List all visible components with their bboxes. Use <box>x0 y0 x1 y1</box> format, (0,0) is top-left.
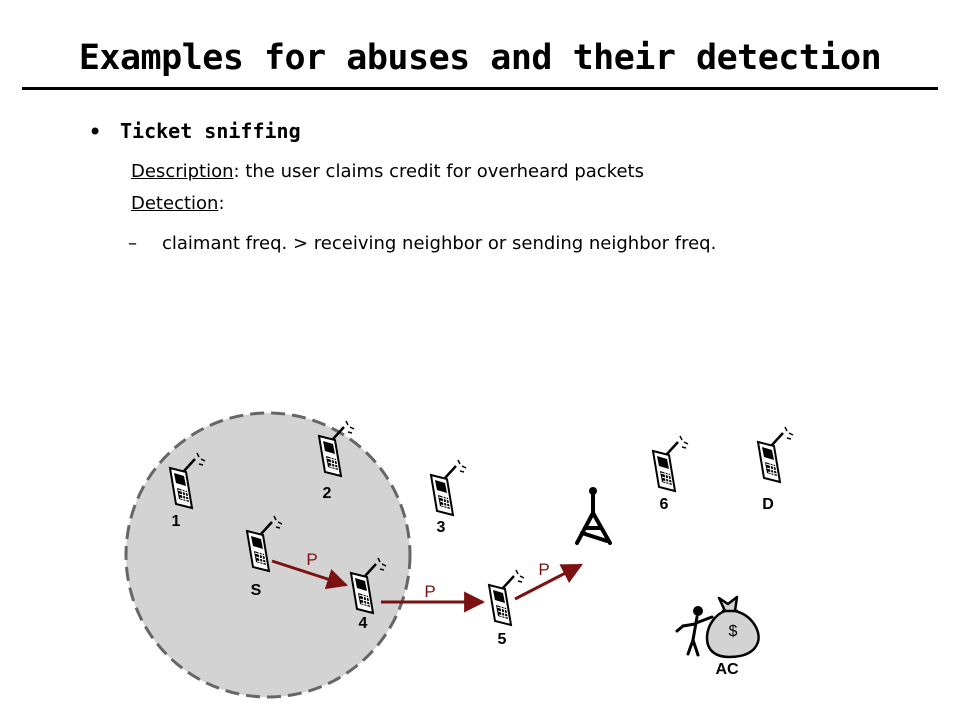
detection-label: Detection <box>131 193 219 214</box>
radio-tower-icon <box>575 487 612 545</box>
packet-arrow-5-to-tower <box>514 563 583 601</box>
transmission-range-circle <box>124 411 412 699</box>
mobile-phone-icon <box>429 458 468 517</box>
node-5: 5 <box>487 568 526 648</box>
mobile-phone-icon <box>756 425 795 484</box>
money-bag-symbol: $ <box>729 623 738 640</box>
node-s: S <box>245 514 284 599</box>
node-3-label: 3 <box>437 519 446 536</box>
node-6-label: 6 <box>660 496 669 513</box>
node-5-label: 5 <box>498 631 507 648</box>
detection-criterion: – claimant freq. > receiving neighbor or … <box>128 233 716 254</box>
title-underline <box>22 87 938 90</box>
description-text: : the user claims credit for overheard p… <box>233 161 644 182</box>
criterion-text: claimant freq. > receiving neighbor or s… <box>162 233 717 254</box>
description-label: Description <box>131 161 234 182</box>
node-1-label: 1 <box>172 513 181 530</box>
packet-label-1: P <box>306 550 317 569</box>
node-d-label: D <box>762 496 774 513</box>
node-2: 2 <box>317 419 356 502</box>
node-d: D <box>756 425 795 513</box>
detection-suffix: : <box>218 193 225 214</box>
criterion-dash: – <box>128 233 137 254</box>
mobile-phone-icon <box>651 434 690 493</box>
node-ac-label: AC <box>715 661 739 678</box>
node-4: 4 <box>349 556 388 632</box>
accounting-center: $ AC <box>675 595 760 678</box>
node-2-label: 2 <box>323 485 332 502</box>
description-line: Description: the user claims credit for … <box>131 161 644 182</box>
packet-arrows <box>271 559 583 613</box>
packet-label-3: P <box>538 560 549 579</box>
accounting-center-person-with-money-bag-icon <box>675 595 760 659</box>
node-4-label: 4 <box>359 615 368 632</box>
detection-line: Detection: <box>131 193 225 214</box>
node-6: 6 <box>651 434 690 513</box>
node-1: 1 <box>168 451 207 530</box>
packet-arrow-s-to-4 <box>271 559 348 590</box>
slide-title: Examples for abuses and their detection <box>78 38 882 78</box>
node-s-label: S <box>251 582 262 599</box>
bullet-heading: Ticket sniffing <box>120 119 301 143</box>
node-3: 3 <box>429 458 468 536</box>
packet-label-2: P <box>424 582 435 601</box>
bullet-dot: • <box>88 118 103 146</box>
